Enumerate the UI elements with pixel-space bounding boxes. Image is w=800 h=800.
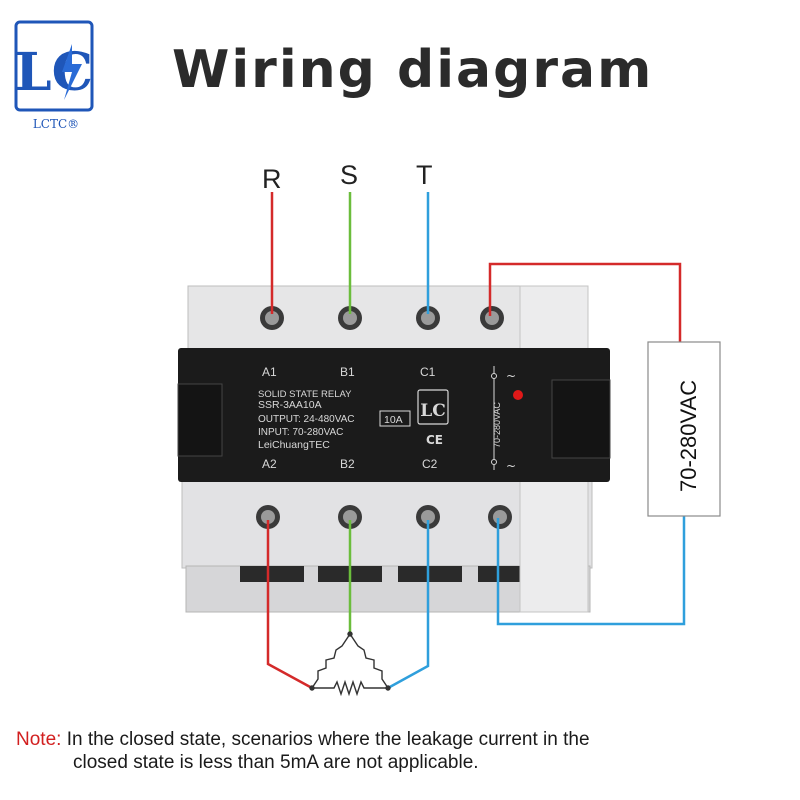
terminal-screws-top: [260, 306, 504, 330]
relay-tilde-top: ~: [506, 369, 516, 383]
relay-line-maker: LeiChuangTEC: [258, 439, 330, 451]
control-supply-label: 70-280VAC: [676, 380, 701, 492]
terminal-label-b2: B2: [340, 457, 355, 471]
note-line-1: In the closed state, scenarios where the…: [66, 729, 590, 750]
logo-mark: LC: [15, 42, 93, 103]
load-wire-c: [387, 520, 430, 690]
control-wire-negative: [496, 516, 686, 626]
load-wire-a: [266, 520, 313, 690]
relay-line-input: INPUT: 70-280VAC: [258, 427, 343, 438]
resistor-bottom: [312, 679, 388, 697]
note-label: Note:: [16, 729, 62, 750]
relay-tilde-bottom: ~: [506, 459, 516, 473]
page-title: Wiring diagram: [172, 40, 654, 100]
logo-brand-text: LCTC®: [33, 117, 79, 131]
delta-load: [309, 631, 391, 697]
resistor-right: [349, 633, 389, 689]
relay-face-logo: LC: [420, 401, 445, 421]
note-line-2: closed state is less than 5mA are not ap…: [73, 752, 479, 773]
phase-label-s: S: [340, 160, 358, 190]
relay-line-output: OUTPUT: 24-480VAC: [258, 414, 355, 425]
relay-front-face: [178, 348, 610, 482]
lightning-bolt-icon: [62, 44, 82, 100]
left-mount-tab: [177, 383, 223, 457]
relay-rating: 10A: [384, 414, 403, 426]
terminal-label-a2: A2: [262, 457, 277, 471]
note: Note: In the closed state, scenarios whe…: [16, 728, 786, 774]
relay-input-side-label: 70-280VAC: [492, 402, 502, 448]
relay-ce-mark: CE: [426, 433, 443, 447]
relay-line-type: SOLID STATE RELAY: [258, 389, 352, 400]
control-wire-positive: [488, 262, 682, 342]
status-led: [513, 390, 523, 400]
solid-state-relay: A1 B1 C1 A2 B2 C2 SOLID STATE RELAY SSR-…: [177, 285, 611, 613]
terminal-label-c1: C1: [420, 365, 436, 379]
terminal-label-c2: C2: [422, 457, 438, 471]
lctc-logo: LC LCTC®: [14, 20, 94, 131]
phase-label-t: T: [416, 160, 433, 190]
right-mount-tab: [551, 379, 611, 459]
relay-line-model: SSR-3AA10A: [258, 399, 322, 411]
terminal-label-a1: A1: [262, 365, 277, 379]
control-supply-box: [647, 341, 721, 517]
terminal-screws-bottom: [256, 505, 512, 529]
terminal-label-b1: B1: [340, 365, 355, 379]
resistor-left: [311, 633, 351, 689]
phase-label-r: R: [262, 164, 282, 194]
